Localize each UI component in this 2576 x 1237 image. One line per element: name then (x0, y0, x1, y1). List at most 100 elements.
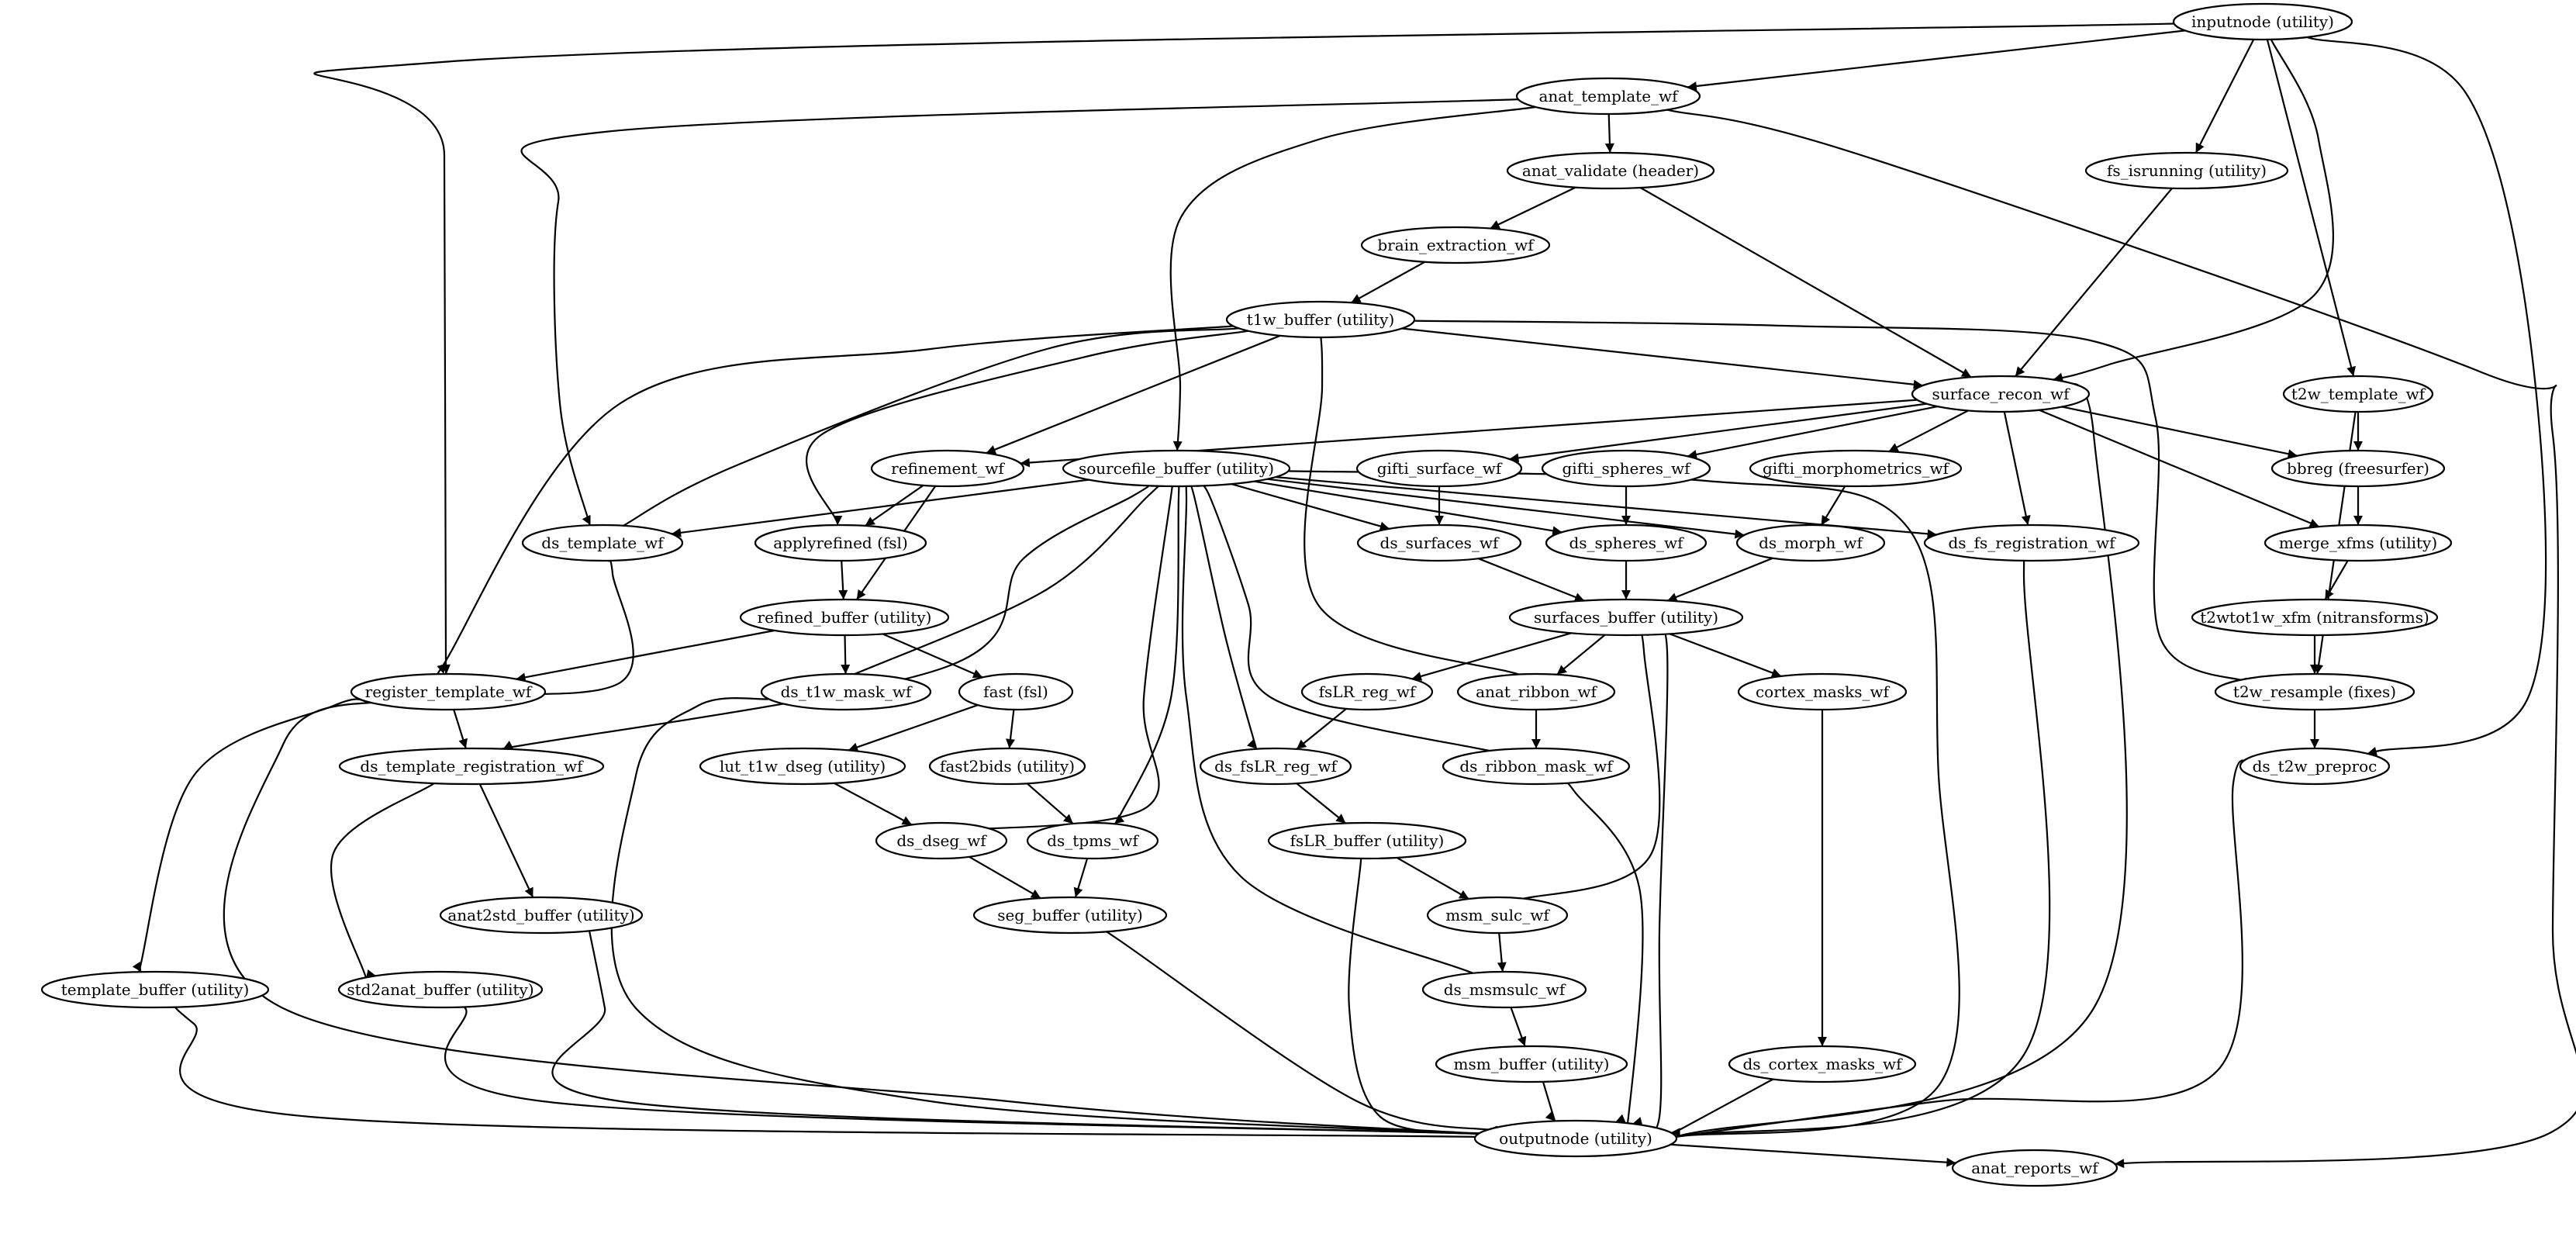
node-label: surface_recon_wf (1932, 385, 2070, 403)
node-label: merge_xfms (utility) (2279, 534, 2437, 552)
edge-register_template_wf-to-ds_template_registration_wf (453, 709, 468, 749)
edge-refined_buffer-to-register_template_wf (516, 629, 775, 682)
node-shape (1356, 523, 1522, 562)
node-t2w_resample: t2w_resample (fixes) (2214, 672, 2415, 711)
node-fast: fast (fsl) (958, 672, 1074, 711)
node-label: bbreg (freesurfer) (2287, 459, 2429, 478)
node-anat_template_wf: anat_template_wf (1515, 77, 1701, 116)
node-ds_t1w_mask_wf: ds_t1w_mask_wf (760, 672, 932, 711)
node-shape (1426, 896, 1569, 935)
node-label: refined_buffer (utility) (758, 608, 932, 627)
node-label: lut_t1w_dseg (utility) (720, 757, 886, 776)
node-msm_buffer: msm_buffer (utility) (1435, 1045, 1628, 1083)
node-label: applyrefined (fsl) (773, 534, 908, 552)
node-label: t2w_template_wf (2291, 385, 2426, 403)
edge-ds_msmsulc_wf-to-msm_buffer (1510, 1007, 1527, 1047)
node-shape (2191, 598, 2439, 637)
node-label: msm_sulc_wf (1445, 906, 1550, 924)
node-ds_fsLR_reg_wf: ds_fsLR_reg_wf (1199, 747, 1352, 786)
edge-lut_t1w_dseg-to-ds_dseg_wf (834, 782, 913, 826)
node-ds_morph_wf: ds_morph_wf (1735, 523, 1886, 562)
edge-ds_cortex_masks_wf-to-outputnode (1666, 1076, 1779, 1138)
edge-surface_recon_wf-to-outputnode (1643, 382, 2128, 1148)
node-label: sourcefile_buffer (utility) (1079, 459, 1274, 478)
edge-sourcefile_buffer-to-ds_t1w_mask_wf (837, 484, 1161, 684)
node-surface_recon_wf: surface_recon_wf (1911, 375, 2091, 413)
edge-register_template_wf-to-template_buffer (132, 698, 368, 986)
node-label: t2w_resample (fixes) (2233, 682, 2396, 701)
edge-anat_validate-to-brain_extraction_wf (1490, 186, 1576, 230)
node-ds_surfaces_wf: ds_surfaces_wf (1356, 523, 1522, 562)
node-shape (2172, 2, 2353, 41)
edge-applyrefined-to-refined_buffer (838, 560, 848, 600)
node-label: surfaces_buffer (utility) (1534, 608, 1718, 627)
node-ds_template_wf: ds_template_wf (521, 523, 684, 562)
edge-refined_buffer-to-fast (882, 633, 983, 679)
node-lut_t1w_dseg: lut_t1w_dseg (utility) (699, 747, 906, 786)
node-label: brain_extraction_wf (1377, 236, 1535, 254)
node-fast2bids: fast2bids (utility) (928, 747, 1086, 786)
edge-ds_template_registration_wf-to-anat2std_buffer (478, 783, 534, 898)
edge-brain_extraction_wf-to-t1w_buffer (1350, 261, 1426, 304)
node-label: ds_ribbon_mask_wf (1459, 757, 1614, 776)
node-shape (875, 821, 1008, 860)
node-label: outputnode (utility) (1499, 1129, 1652, 1148)
node-gifti_surface_wf: gifti_surface_wf (1355, 449, 1523, 488)
node-shape (870, 449, 1025, 488)
node-shape (40, 970, 270, 1009)
edge-sourcefile_buffer-to-ds_spheres_wf (1254, 480, 1563, 536)
node-shape (699, 747, 906, 786)
edge-sourcefile_buffer-to-outputnode (1288, 470, 1960, 1142)
node-label: ds_cortex_masks_wf (1742, 1055, 1903, 1073)
node-label: std2anat_buffer (utility) (347, 980, 534, 999)
node-label: t1w_buffer (utility) (1247, 310, 1395, 329)
node-shape (521, 523, 684, 562)
node-shape (2282, 375, 2434, 413)
edge-surface_recon_wf-to-merge_xfms (2039, 409, 2320, 528)
node-t2w_template_wf: t2w_template_wf (2282, 375, 2434, 413)
edge-ds_tpms_wf-to-seg_buffer (1073, 858, 1089, 898)
node-shape (1951, 1149, 2118, 1187)
edge-anat_template_wf-to-anat_reports_wf (1666, 109, 2576, 1169)
node-label: ds_t2w_preproc (2253, 757, 2377, 776)
node-label: anat_template_wf (1538, 87, 1679, 105)
node-anat2std_buffer: anat2std_buffer (utility) (439, 896, 644, 935)
node-shape (1515, 77, 1701, 116)
node-label: ds_morph_wf (1759, 534, 1863, 552)
node-label: anat_ribbon_wf (1476, 682, 1597, 701)
node-template_buffer: template_buffer (utility) (40, 970, 270, 1009)
node-ds_dseg_wf: ds_dseg_wf (875, 821, 1008, 860)
node-shape (337, 970, 544, 1009)
edge-surfaces_buffer-to-anat_ribbon_wf (1556, 634, 1606, 676)
node-shape (1435, 1045, 1628, 1083)
node-label: seg_buffer (utility) (997, 906, 1143, 924)
edge-ds_fsLR_reg_wf-to-fsLR_buffer (1296, 783, 1347, 824)
edge-anat_template_wf-to-ds_template_wf (520, 98, 1518, 534)
edge-surface_recon_wf-to-ds_fs_registration_wf (2003, 411, 2031, 526)
edge-inputnode-to-t2w_template_wf (2266, 39, 2356, 377)
node-label: template_buffer (utility) (61, 980, 250, 999)
edge-ds_template_wf-to-outputnode (223, 559, 1517, 1140)
node-label: cortex_masks_wf (1756, 682, 1891, 701)
node-outputnode: outputnode (utility) (1473, 1119, 1678, 1158)
node-ds_t2w_preproc: ds_t2w_preproc (2239, 747, 2391, 786)
node-label: anat_reports_wf (1971, 1159, 2099, 1177)
edge-t1w_buffer-to-refinement_wf (986, 334, 1281, 454)
edge-anat_template_wf-to-sourcefile_buffer (1169, 105, 1536, 451)
node-shape (350, 672, 547, 711)
node-label: fsLR_buffer (utility) (1290, 831, 1445, 850)
nodes-layer: inputnode (utility)anat_template_wfanat_… (40, 2, 2453, 1187)
node-shape (1360, 226, 1551, 264)
node-shape (1735, 523, 1886, 562)
node-shape (972, 896, 1168, 935)
node-msm_sulc_wf: msm_sulc_wf (1426, 896, 1569, 935)
edge-ds_ribbon_mask_wf-to-outputnode (1561, 779, 1644, 1136)
node-applyrefined: applyrefined (fsl) (754, 523, 927, 562)
node-shape (1737, 672, 1908, 711)
node-shape (754, 523, 927, 562)
edge-gifti_morphometrics_wf-to-ds_morph_wf (1820, 485, 1846, 526)
node-ds_ribbon_mask_wf: ds_ribbon_mask_wf (1442, 747, 1631, 786)
node-shape (1923, 523, 2140, 562)
node-gifti_spheres_wf: gifti_spheres_wf (1541, 449, 1711, 488)
